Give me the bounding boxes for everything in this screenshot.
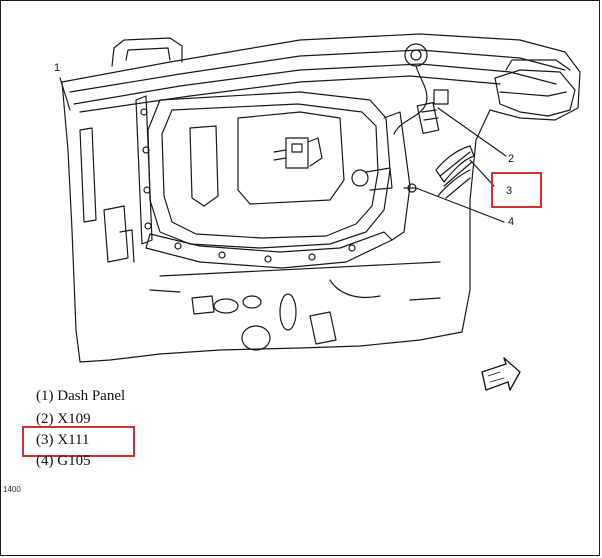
grommet: [404, 43, 428, 67]
left-slot: [79, 127, 97, 223]
left-rail: [135, 95, 153, 245]
legend-item-x111: (3) X111: [36, 432, 90, 448]
right-bracket: [494, 69, 576, 117]
connector-x109: [416, 102, 440, 134]
top-rail: [69, 49, 566, 93]
leader-4: [415, 187, 505, 223]
top-bracket: [111, 37, 183, 67]
dash-panel-outline: [61, 33, 581, 363]
leader-3: [469, 159, 495, 187]
callout-4: 4: [508, 216, 515, 228]
callout-2: 2: [508, 153, 515, 165]
legend-item-g105: (4) G105: [36, 453, 91, 469]
callout-3: 3: [506, 185, 513, 197]
center-connector: [285, 137, 309, 169]
leader-2: [437, 107, 507, 157]
figure-id: 1400: [3, 485, 21, 494]
callout-3-highlight: [491, 172, 542, 208]
panel-opening: [147, 91, 391, 249]
leader-1: [59, 77, 71, 111]
callout-1: 1: [54, 62, 61, 74]
legend-item-x109: (2) X109: [36, 411, 91, 427]
connector-x111: [435, 145, 475, 183]
direction-arrow: [481, 357, 521, 391]
legend-item-3-highlight: [22, 426, 135, 457]
legend-item-dash-panel: (1) Dash Panel: [36, 388, 126, 404]
